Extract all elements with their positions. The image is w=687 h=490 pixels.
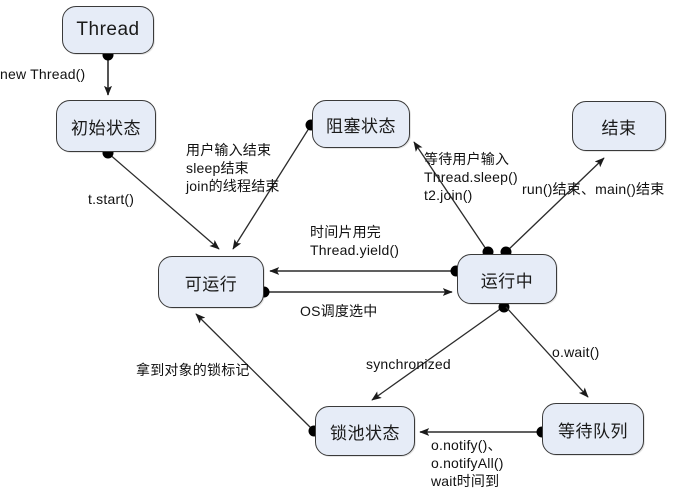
node-runnable-state-label: 可运行 bbox=[184, 274, 238, 294]
node-wait-queue-state-label: 等待队列 bbox=[558, 421, 628, 441]
node-thread[interactable]: Thread bbox=[62, 6, 154, 54]
edge-label-acquire-lock: 拿到对象的锁标记 bbox=[136, 362, 250, 378]
edge-yield bbox=[269, 265, 462, 277]
edge-label-yield-1: 时间片用完 bbox=[310, 224, 381, 240]
edge-label-notify-3: wait时间到 bbox=[431, 473, 500, 489]
edge-notify bbox=[419, 426, 548, 438]
edge-label-finish: run()结束、main()结束 bbox=[522, 181, 665, 197]
edge-label-block-3: t2.join() bbox=[424, 187, 473, 203]
edge-label-synchronized: synchronized bbox=[366, 356, 451, 372]
edge-label-unblock-1: 用户输入结束 bbox=[186, 142, 272, 158]
node-wait-queue-state[interactable]: 等待队列 bbox=[542, 403, 644, 455]
edge-label-wait: o.wait() bbox=[552, 344, 600, 360]
edge-label-schedule: OS调度选中 bbox=[300, 303, 378, 319]
edge-synchronized bbox=[371, 301, 510, 401]
edge-label-new-thread: new Thread() bbox=[0, 66, 86, 82]
edge-label-unblock-3: join的线程结束 bbox=[186, 178, 280, 194]
node-finished-state-label: 结束 bbox=[601, 118, 637, 138]
edge-label-block-2: Thread.sleep() bbox=[424, 169, 518, 185]
node-blocked-state-label: 阻塞状态 bbox=[326, 116, 396, 136]
edge-label-t-start: t.start() bbox=[88, 191, 135, 207]
edge-label-notify-1: o.notify()、 bbox=[431, 437, 502, 453]
node-lock-pool-state-label: 锁池状态 bbox=[330, 423, 400, 443]
edge-schedule bbox=[258, 286, 453, 298]
edge-new-thread bbox=[102, 49, 114, 96]
node-lock-pool-state[interactable]: 锁池状态 bbox=[315, 406, 415, 456]
edge-label-yield-2: Thread.yield() bbox=[310, 242, 400, 258]
node-runnable-state[interactable]: 可运行 bbox=[158, 256, 264, 308]
node-blocked-state[interactable]: 阻塞状态 bbox=[312, 100, 410, 148]
edge-wait bbox=[505, 306, 589, 398]
node-finished-state[interactable]: 结束 bbox=[572, 101, 666, 151]
node-running-state[interactable]: 运行中 bbox=[457, 254, 557, 304]
node-thread-label: Thread bbox=[76, 19, 140, 40]
edge-label-notify-2: o.notifyAll() bbox=[431, 455, 504, 471]
node-initial-state[interactable]: 初始状态 bbox=[56, 100, 156, 152]
edge-endpoint-dot bbox=[498, 301, 510, 313]
edge-label-block-1: 等待用户输入 bbox=[424, 151, 510, 167]
edge-label-unblock-2: sleep结束 bbox=[186, 160, 249, 176]
node-initial-state-label: 初始状态 bbox=[71, 118, 141, 138]
node-running-state-label: 运行中 bbox=[480, 271, 534, 291]
